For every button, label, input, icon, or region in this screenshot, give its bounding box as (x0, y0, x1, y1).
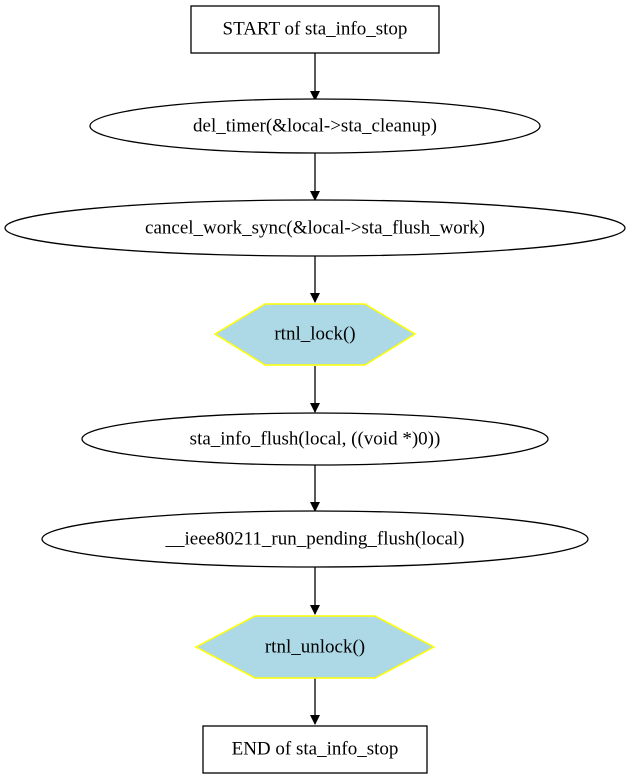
node-run-pending-flush: __ieee80211_run_pending_flush(local) (41, 510, 589, 568)
node-sta-info-flush-label: sta_info_flush(local, ((void *)0)) (190, 428, 441, 449)
node-del-timer: del_timer(&local->sta_cleanup) (89, 98, 541, 154)
node-start-label: START of sta_info_stop (223, 18, 408, 39)
node-cancel-work-sync: cancel_work_sync(&local->sta_flush_work) (4, 199, 626, 257)
node-end: END of sta_info_stop (202, 725, 428, 774)
node-sta-info-flush: sta_info_flush(local, ((void *)0)) (81, 412, 549, 466)
node-rtnl-unlock-label: rtnl_unlock() (265, 636, 365, 657)
node-run-pending-flush-label: __ieee80211_run_pending_flush(local) (165, 528, 465, 549)
node-rtnl-lock-label: rtnl_lock() (274, 323, 355, 344)
node-del-timer-label: del_timer(&local->sta_cleanup) (193, 115, 437, 136)
node-rtnl-unlock: rtnl_unlock() (194, 615, 436, 679)
node-end-label: END of sta_info_stop (232, 738, 399, 759)
node-start: START of sta_info_stop (190, 5, 440, 54)
node-cancel-work-sync-label: cancel_work_sync(&local->sta_flush_work) (145, 217, 485, 238)
node-rtnl-lock: rtnl_lock() (213, 303, 417, 366)
